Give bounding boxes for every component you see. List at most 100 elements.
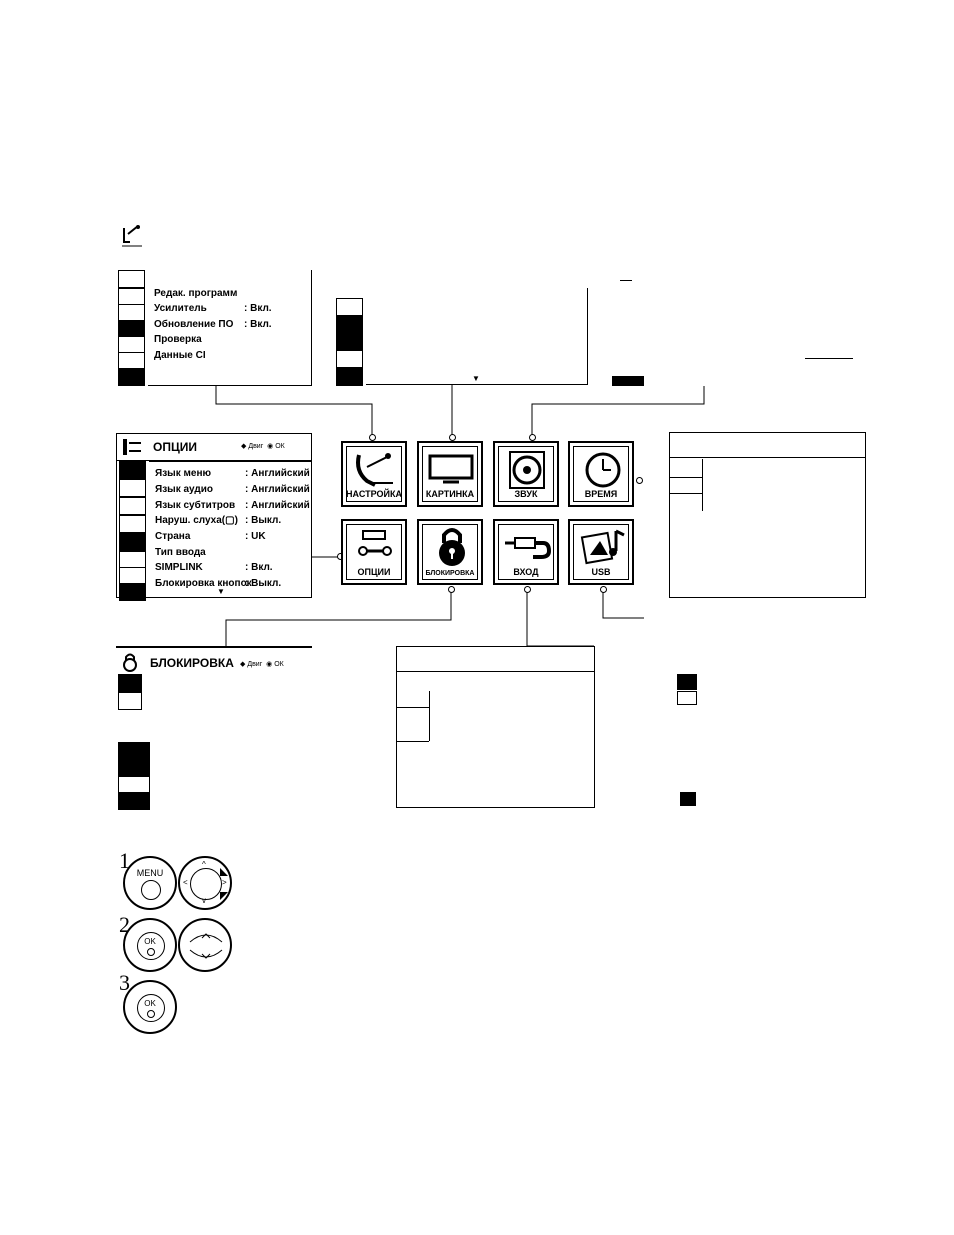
tile-audio[interactable]: ЗВУК xyxy=(493,441,559,507)
ok-dot-icon xyxy=(147,1010,155,1018)
input-icon xyxy=(336,350,363,368)
options-menu-header: ОПЦИИ ◆ Двиг ◉ ОК xyxy=(117,434,311,462)
menu-item-value: : Английский xyxy=(245,468,310,479)
step-number: 1 xyxy=(119,848,130,873)
padlock-icon xyxy=(439,528,465,566)
tile-label: КАРТИНКА xyxy=(425,489,475,499)
arrow-left-icon: < xyxy=(183,878,188,887)
setup-small-icon xyxy=(122,225,142,247)
menu-item-value: : Вкл. xyxy=(244,303,272,314)
up-down-arrows-icon xyxy=(189,933,223,959)
tile-options[interactable]: ОПЦИИ xyxy=(341,519,407,585)
tile-input[interactable]: ВХОД xyxy=(493,519,559,585)
usb-icon xyxy=(680,792,696,806)
menu-item-label[interactable]: SIMPLINK xyxy=(155,562,203,573)
options-icon xyxy=(336,316,363,334)
usb-icon xyxy=(118,792,150,810)
ok-button[interactable]: OK xyxy=(123,918,177,972)
audio-panel-rule xyxy=(805,358,853,359)
menu-item-label[interactable]: Тип ввода xyxy=(155,547,206,558)
time-menu-panel xyxy=(669,432,866,598)
menu-item-label[interactable]: Усилитель xyxy=(154,303,207,314)
menu-item-value: : Выкл. xyxy=(245,578,282,589)
padlock-icon xyxy=(123,653,137,672)
tile-label: ВРЕМЯ xyxy=(584,489,618,499)
tile-time[interactable]: ВРЕМЯ xyxy=(568,441,634,507)
scroll-down-arrow[interactable]: ▼ xyxy=(217,587,225,596)
menu-item-value: : Вкл. xyxy=(244,319,272,330)
globe-icon xyxy=(119,461,146,479)
tile-lock[interactable]: БЛОКИРОВКА xyxy=(417,519,483,585)
tv-icon xyxy=(118,270,145,288)
tile-label: ВХОД xyxy=(513,567,539,577)
audio-panel-rule xyxy=(620,280,632,281)
menu-item-label[interactable]: Язык меню xyxy=(155,468,212,479)
nav-hint: ◆ Двиг ◉ ОК xyxy=(241,443,285,450)
menu-item-value: : Английский xyxy=(245,500,310,511)
tools-icon xyxy=(358,530,392,556)
ok-button[interactable]: OK xyxy=(123,980,177,1034)
step-number: 3 xyxy=(119,970,130,995)
tv-screen-icon xyxy=(428,454,474,484)
menu-item-value: : Английский xyxy=(245,484,310,495)
arrow-down-icon: v xyxy=(202,896,206,905)
tv-icon xyxy=(118,692,142,710)
menu-button-label: MENU xyxy=(136,868,164,878)
right-arrows-highlight xyxy=(220,868,228,900)
usb-icon xyxy=(119,583,146,601)
scroll-down-arrow[interactable]: ▼ xyxy=(472,374,480,383)
menu-item-label[interactable]: Данные CI xyxy=(154,350,206,361)
usb-icon xyxy=(336,368,363,386)
ok-button-label: OK xyxy=(144,937,156,946)
options-icon xyxy=(118,742,150,760)
gear-icon xyxy=(336,298,363,316)
menu-item-value: : Выкл. xyxy=(245,515,282,526)
tile-setup[interactable]: НАСТРОЙКА xyxy=(341,441,407,507)
ok-button-label: OK xyxy=(144,999,156,1008)
tile-label: USB xyxy=(591,567,611,577)
tv-icon xyxy=(677,691,697,705)
clock-icon xyxy=(119,515,146,533)
options-icon xyxy=(119,533,146,551)
navigation-wheel[interactable]: ^ v < > xyxy=(178,856,232,910)
tile-picture[interactable]: КАРТИНКА xyxy=(417,441,483,507)
usb-icon xyxy=(118,368,145,386)
menu-item-value: : Вкл. xyxy=(245,562,273,573)
menu-item-label[interactable]: Обновление ПО xyxy=(154,319,234,330)
tile-label: БЛОКИРОВКА xyxy=(425,570,475,577)
picture-menu-panel: ▼ xyxy=(334,288,588,386)
menu-item-label[interactable]: Наруш. слуха(▢) xyxy=(155,515,238,526)
up-down-wheel[interactable] xyxy=(178,918,232,972)
step-number: 2 xyxy=(119,912,130,937)
speaker-icon xyxy=(509,451,545,489)
input-menu-panel xyxy=(396,646,595,808)
arrow-up-icon: ^ xyxy=(202,860,206,869)
usb-icon xyxy=(612,376,644,386)
menu-button[interactable]: MENU xyxy=(123,856,177,910)
nav-hint: ◆ Двиг ◉ ОК xyxy=(240,661,284,668)
menu-item-label[interactable]: Проверка xyxy=(154,334,202,345)
options-menu-panel: ОПЦИИ ◆ Двиг ◉ ОК Язык меню : Английский… xyxy=(116,433,312,601)
cable-plug-icon xyxy=(505,537,552,559)
photo-music-icon xyxy=(580,529,625,565)
menu-item-label[interactable]: Блокировка кнопок xyxy=(155,578,252,589)
menu-item-label[interactable]: Страна xyxy=(155,531,191,542)
tile-label: ОПЦИИ xyxy=(357,567,391,577)
menu-item-label[interactable]: Язык аудио xyxy=(155,484,213,495)
satellite-dish-icon xyxy=(356,453,393,487)
globe-icon xyxy=(677,674,697,690)
menu-item-label[interactable]: Язык субтитров xyxy=(155,500,236,511)
clock-icon xyxy=(585,452,621,488)
ok-dot-icon xyxy=(147,948,155,956)
tile-usb[interactable]: USB xyxy=(568,519,634,585)
arrow-right-icon: > xyxy=(222,878,227,887)
tools-icon xyxy=(123,439,141,455)
gear-icon xyxy=(119,497,146,515)
tile-label: НАСТРОЙКА xyxy=(346,489,402,499)
lock-menu-panel: БЛОКИРОВКА ◆ Двиг ◉ ОК xyxy=(116,646,312,810)
menu-item-value: : UK xyxy=(245,531,266,542)
globe-icon xyxy=(118,674,142,692)
tv-icon xyxy=(119,479,146,497)
menu-item-label[interactable]: Редак. программ xyxy=(154,288,238,299)
